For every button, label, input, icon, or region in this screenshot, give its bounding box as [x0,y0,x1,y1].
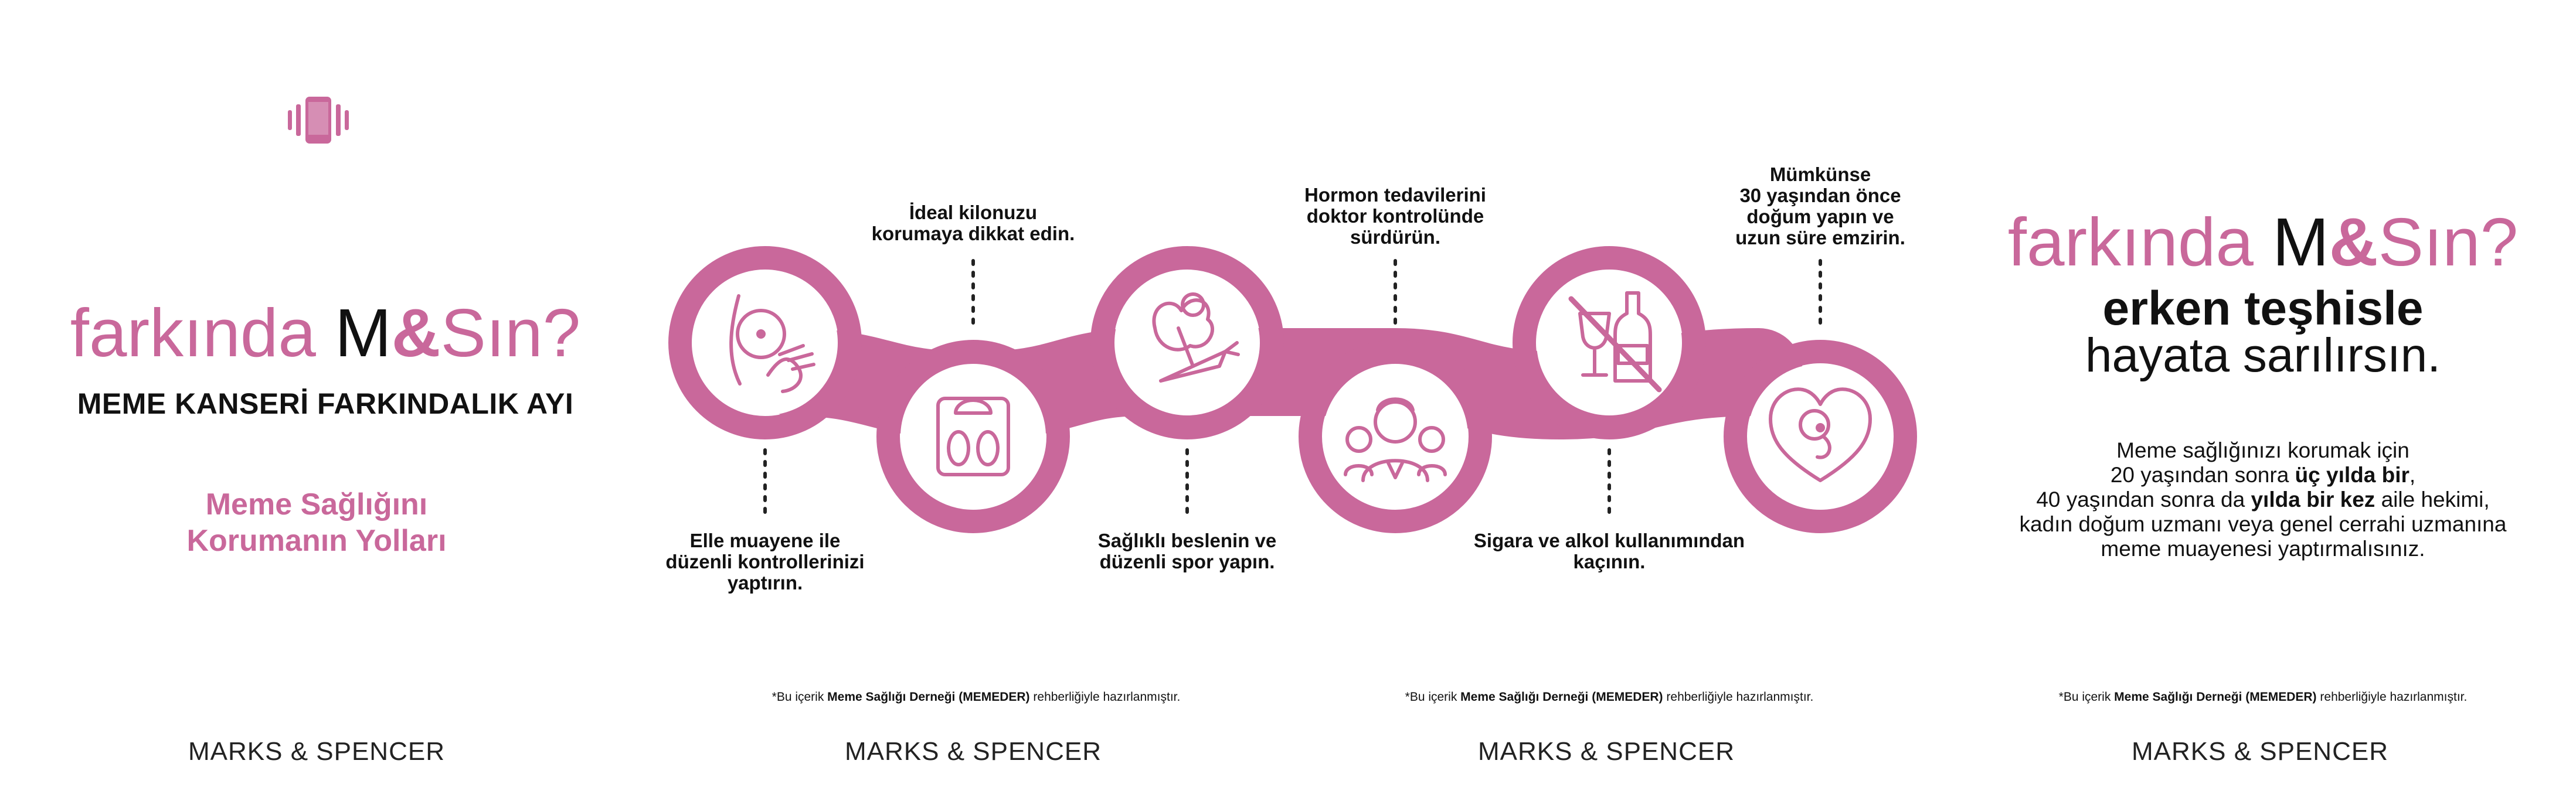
step-2-line-1: İdeal kilonuzu [909,202,1038,223]
advice-line-5: meme muayenesi yaptırmalısınız. [2101,537,2425,561]
step-6-line-1: Mümkünse [1769,163,1871,185]
brand-s: S [440,295,486,371]
ways-heading: Meme Sağlığını Korumanın Yolları [129,486,504,559]
step-5-line-2: kaçının. [1573,551,1646,572]
source-note-4-pre: *Bu içerik [2058,690,2115,704]
source-note-3-pre: *Bu içerik [1405,690,1461,704]
doctor-icon [1344,397,1447,482]
step-5-caption: Sigara ve alkol kullanımından kaçının. [1466,530,1753,572]
step-4-line-3: sürdürün. [1350,226,1440,248]
brand-word-1: farkında [70,295,335,371]
step-6-line-2: 30 yaşından önce [1739,185,1901,206]
brand-word-2: ın? [485,295,581,371]
step-2-line-2: korumaya dikkat edin. [871,223,1075,244]
footer-brand-3: MARKS & SPENCER [1478,737,1735,766]
step-6-line-4: uzun süre emzirin. [1735,227,1905,248]
brand2-ribbon-amp: & [2329,204,2378,280]
brand2-m: M [2272,204,2329,280]
step-6-caption: Mümkünse 30 yaşından önce doğum yapın ve… [1703,164,1938,248]
step-3-line-1: Sağlıklı beslenin ve [1097,530,1277,551]
step-4-line-1: Hormon tedavilerini [1304,184,1486,206]
chain-rings [668,246,1917,533]
brand-ribbon-amp: & [391,295,441,371]
brand2-word-2: ın? [2423,204,2519,280]
advice-line-4: kadın doğum uzmanı veya genel cerrahi uz… [2019,512,2507,536]
advice-line-3: 40 yaşından sonra da yılda bir kez aile … [1964,487,2562,512]
advice-line-3-a: 40 yaşından sonra da [2036,487,2251,512]
step-1-line-1: Elle muayene ile [689,530,841,551]
brand2-word-1: farkında [2007,204,2273,280]
brand-headline-2: farkında M&Sın? [1982,208,2544,276]
slogan-line-2: hayata sarılırsın. [2085,329,2441,382]
ways-heading-line-2: Korumanın Yolları [186,524,447,558]
slogan-line-1: erken teşhisle [2102,282,2424,335]
source-note-3-bold: Meme Sağlığı Derneği (MEMEDER) [1460,690,1663,704]
brand2-s: S [2378,204,2424,280]
footer-brand-4: MARKS & SPENCER [2132,737,2388,766]
phone-vibrate-icon [286,94,351,146]
weighing-scale-icon [936,397,1010,476]
ways-heading-line-1: Meme Sağlığını [205,487,428,521]
brand-m: M [335,295,392,371]
step-2-caption: İdeal kilonuzu korumaya dikkat edin. [856,202,1090,244]
source-note-2-bold: Meme Sağlığı Derneği (MEMEDER) [827,690,1030,704]
footer-brand-2: MARKS & SPENCER [845,737,1102,766]
advice-line-2-bold: üç yılda bir [2295,463,2410,487]
step-1-line-3: yaptırın. [727,572,803,594]
source-note-2-pre: *Bu içerik [772,690,828,704]
step-4-caption: Hormon tedavilerini doktor kontrolünde s… [1278,185,1513,248]
brand-headline: farkında M&Sın? [47,299,604,367]
breast-self-exam-icon [729,294,815,393]
source-note-4-post: rehberliğiyle hazırlanmıştır. [2316,690,2468,704]
source-note-3-post: rehberliğiyle hazırlanmıştır. [1663,690,1814,704]
advice-line-1: Meme sağlığınızı korumak için [2116,438,2410,462]
footer-brand-1: MARKS & SPENCER [188,737,445,766]
advice-line-2-a: 20 yaşından sonra [2110,463,2295,487]
advice-line-3-bold: yılda bir kez [2251,487,2376,512]
step-1-line-2: düzenli kontrollerinizi [665,551,865,572]
step-1-caption: Elle muayene ile düzenli kontrollerinizi… [648,530,882,594]
awareness-month-subtitle: MEME KANSERİ FARKINDALIK AYI [77,387,574,420]
step-3-line-2: düzenli spor yapın. [1099,551,1275,572]
advice-line-3-c: aile hekimi, [2375,487,2490,512]
step-5-line-1: Sigara ve alkol kullanımından [1473,530,1745,551]
step-6-line-3: doğum yapın ve [1746,206,1894,227]
source-note-3: *Bu içerik Meme Sağlığı Derneği (MEMEDER… [1345,690,1873,704]
vegetables-icon [1152,292,1240,383]
advice-line-2: 20 yaşından sonra üç yılda bir, [1964,463,2562,487]
source-note-4: *Bu içerik Meme Sağlığı Derneği (MEMEDER… [1999,690,2527,704]
screening-advice: Meme sağlığınızı korumak için 20 yaşında… [1964,438,2562,561]
step-4-line-2: doktor kontrolünde [1306,205,1484,227]
advice-line-2-c: , [2409,463,2416,487]
step-3-caption: Sağlıklı beslenin ve düzenli spor yapın. [1070,530,1304,572]
dotted-connectors [763,259,1822,520]
source-note-2: *Bu içerik Meme Sağlığı Derneği (MEMEDER… [712,690,1240,704]
source-note-4-bold: Meme Sağlığı Derneği (MEMEDER) [2114,690,2317,704]
pregnancy-heart-icon [1769,387,1872,482]
no-alcohol-icon [1568,291,1662,393]
source-note-2-post: rehberliğiyle hazırlanmıştır. [1029,690,1181,704]
